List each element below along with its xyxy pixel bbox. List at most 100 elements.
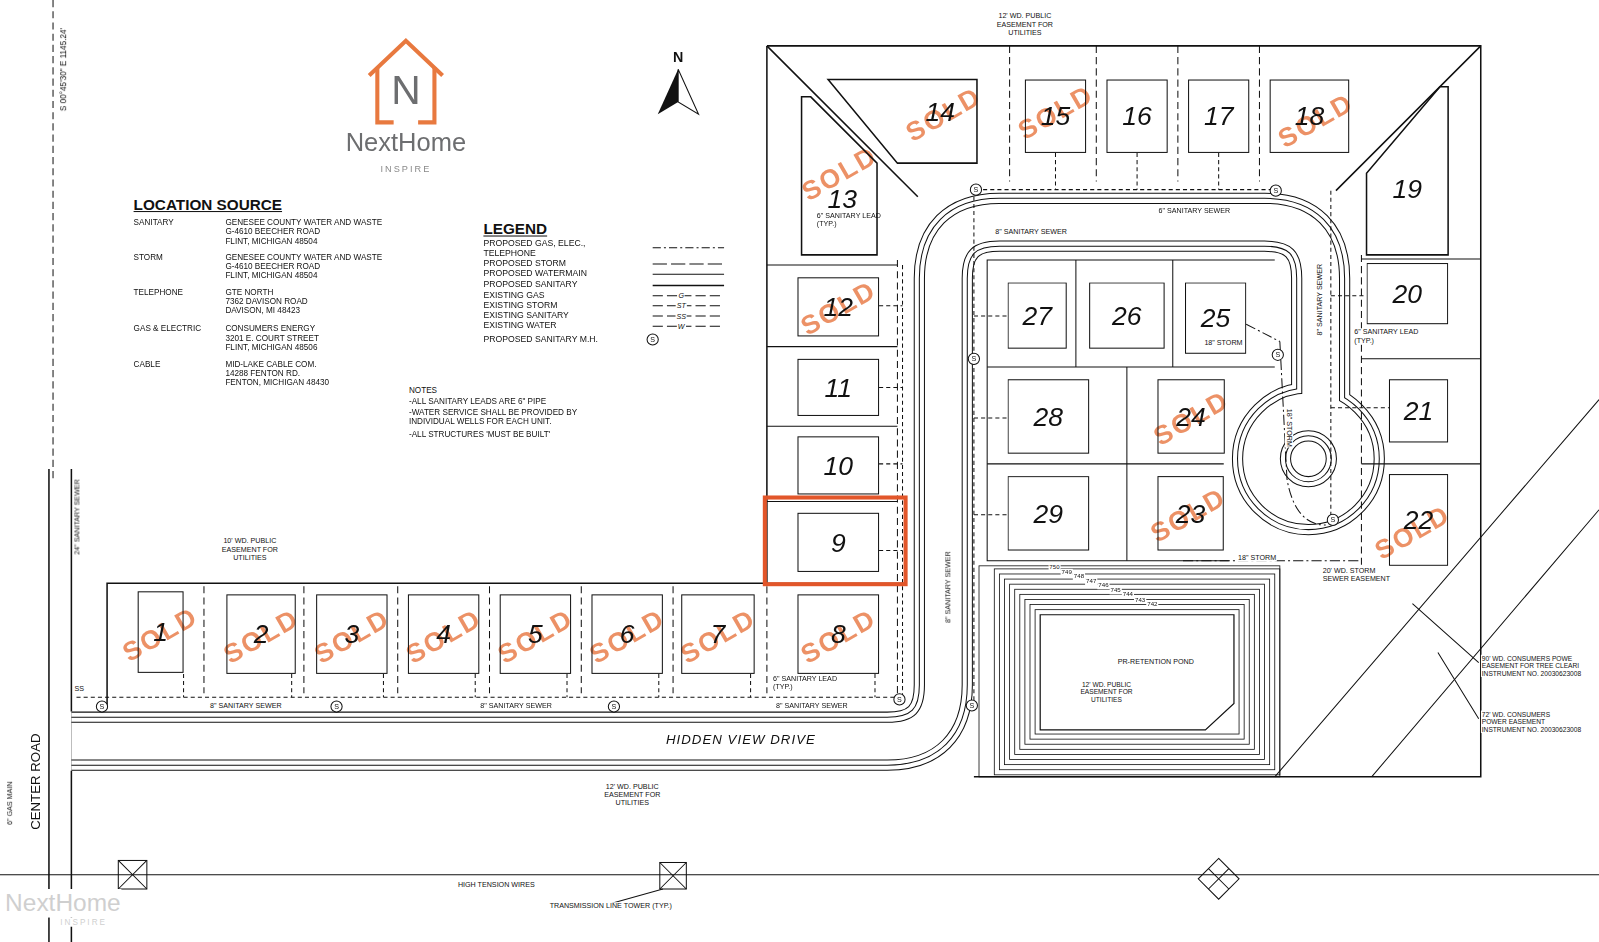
easement-note: 10' WD. PUBLIC EASEMENT FOR UTILITIES [221, 537, 279, 562]
lot-number: 3 [344, 621, 359, 648]
utility-type: TELEPHONE [133, 287, 184, 296]
lot-footprint: 2 [226, 594, 295, 674]
lot-number: 10 [824, 452, 853, 479]
easement-note: 20' WD. STORM SEWER EASEMENT [1322, 567, 1391, 583]
wire-label: HIGH TENSION WIRES [457, 881, 536, 889]
lot-footprint: 7 [681, 594, 754, 674]
lot-footprint: 25 [1185, 282, 1246, 353]
legend-entry: PROPOSED STORM [482, 259, 567, 269]
lot-number: 13 [828, 186, 857, 213]
lot-footprint: 19 [1367, 87, 1449, 255]
lot-footprint: 11 [797, 359, 879, 416]
lot-footprint: 10 [797, 436, 879, 494]
lot-footprint: 1 [138, 591, 184, 673]
lot-number: 6 [620, 621, 635, 648]
lot-number: 29 [1034, 500, 1063, 527]
lot-footprint: 20 [1367, 263, 1449, 324]
pipe-label: 18" STORM [1237, 554, 1277, 562]
lot-number: 18 [1295, 103, 1324, 130]
pipe-label: 6" GAS MAIN [6, 780, 14, 825]
lot-number: 12 [824, 294, 853, 321]
logo-letter: N [390, 69, 422, 110]
lot-number: 22 [1404, 507, 1433, 534]
lot-number: 16 [1122, 103, 1151, 130]
lot-number: 9 [831, 529, 846, 556]
pipe-label: 8" SANITARY SEWER [479, 701, 553, 709]
contour-label: 743 [1134, 596, 1146, 603]
utility-address: CONSUMERS ENERGY 3201 E. COURT STREET FL… [224, 324, 320, 352]
lot-footprint: 12 [797, 277, 879, 336]
manhole-letter: S [1329, 516, 1336, 523]
pipe-label: 18" STORM [1285, 408, 1293, 448]
pipe-label: 8" SANITARY SEWER [209, 701, 283, 709]
lot-footprint: 4 [408, 594, 479, 674]
contour-label: 748 [1073, 573, 1085, 580]
street-name: HIDDEN VIEW DRIVE [665, 733, 817, 748]
contour-label: 749 [1061, 569, 1073, 576]
lot-number: 5 [528, 621, 543, 648]
lot-footprint: 26 [1089, 282, 1164, 348]
lot-number: 2 [254, 621, 269, 648]
note: -WATER SERVICE SHALL BE PROVIDED BY INDI… [408, 408, 578, 427]
watermark: NextHome [4, 889, 122, 917]
lot-footprint: 21 [1389, 379, 1448, 442]
manhole-letter: S [896, 696, 903, 703]
pipe-label: SS [73, 685, 85, 693]
pipe-label: 6" SANITARY LEAD (TYP.) [816, 212, 882, 228]
manhole-letter: S [333, 703, 340, 710]
legend-entry: PROPOSED WATERMAIN [482, 269, 588, 279]
lot-number: 14 [926, 99, 955, 126]
pond-label: PR-RETENTION POND [1117, 658, 1195, 666]
line-symbol: W [677, 323, 686, 330]
utility-type: SANITARY [133, 218, 175, 227]
lot-footprint: 28 [1008, 379, 1090, 453]
legend-entry: EXISTING STORM [482, 301, 558, 311]
contour-label: 745 [1110, 587, 1122, 594]
lot-number: 27 [1022, 302, 1051, 329]
legend-entry: PROPOSED SANITARY M.H. [482, 334, 599, 344]
manhole-letter: S [1272, 187, 1279, 194]
lot-number: 28 [1034, 403, 1063, 430]
lot-number: 8 [831, 621, 846, 648]
brand-tagline: INSPIRE [379, 165, 432, 174]
lot-number: 7 [711, 621, 726, 648]
lot-footprint: 3 [316, 594, 387, 674]
lot-footprint: 8 [797, 594, 879, 674]
lot-outline [1367, 87, 1449, 255]
manhole-letter: S [968, 702, 975, 709]
line-symbol: ST [676, 302, 687, 309]
line-symbol: SS [675, 312, 687, 319]
easement-note: 12' WD. PUBLIC EASEMENT FOR UTILITIES [996, 12, 1054, 37]
note: -ALL STRUCTURES 'MUST BE BUILT' [408, 430, 551, 439]
legend-entry: PROPOSED SANITARY [482, 280, 578, 290]
pipe-label: 8" SANITARY SEWER [775, 701, 849, 709]
lot-footprint: 5 [500, 594, 571, 674]
manhole-letter: S [971, 355, 978, 362]
pipe-label: 18" STORM [1203, 338, 1243, 346]
lot-number: 26 [1112, 302, 1141, 329]
legend-heading: LEGEND [482, 220, 548, 238]
manhole-letter: S [649, 336, 656, 343]
lot-footprint: 16 [1106, 80, 1167, 153]
easement-note: 12' WD. PUBLIC EASEMENT FOR UTILITIES [1079, 681, 1133, 704]
road-name: CENTER ROAD [29, 732, 44, 831]
legend-entry: EXISTING WATER [482, 321, 557, 331]
easement-note: 12' WD. PUBLIC EASEMENT FOR UTILITIES [603, 783, 661, 808]
lot-footprint: 17 [1188, 80, 1249, 153]
contour-label: 746 [1097, 582, 1109, 589]
pipe-label: 8" SANITARY SEWER [944, 550, 952, 624]
lot-footprint: 9 [797, 513, 879, 572]
section-heading: LOCATION SOURCE [133, 196, 283, 214]
utility-type: STORM [133, 253, 164, 262]
easement-note: 90' WD. CONSUMERS POWE EASEMENT FOR TREE… [1481, 655, 1582, 678]
lot-number: 17 [1204, 103, 1233, 130]
tower-label: TRANSMISSION LINE TOWER (TYP.) [549, 902, 673, 910]
utility-address: GENESEE COUNTY WATER AND WASTE G-4610 BE… [224, 218, 383, 246]
pipe-label: 6" SANITARY SEWER [1157, 207, 1231, 215]
lot-number: 4 [436, 621, 451, 648]
contour-label: 744 [1122, 591, 1134, 598]
manhole-letter: S [611, 703, 618, 710]
legend-entry: EXISTING SANITARY [482, 311, 569, 321]
lot-footprint: 23 [1157, 476, 1223, 550]
easement-note: 72' WD. CONSUMERS POWER EASEMENT INSTRUM… [1481, 711, 1582, 734]
